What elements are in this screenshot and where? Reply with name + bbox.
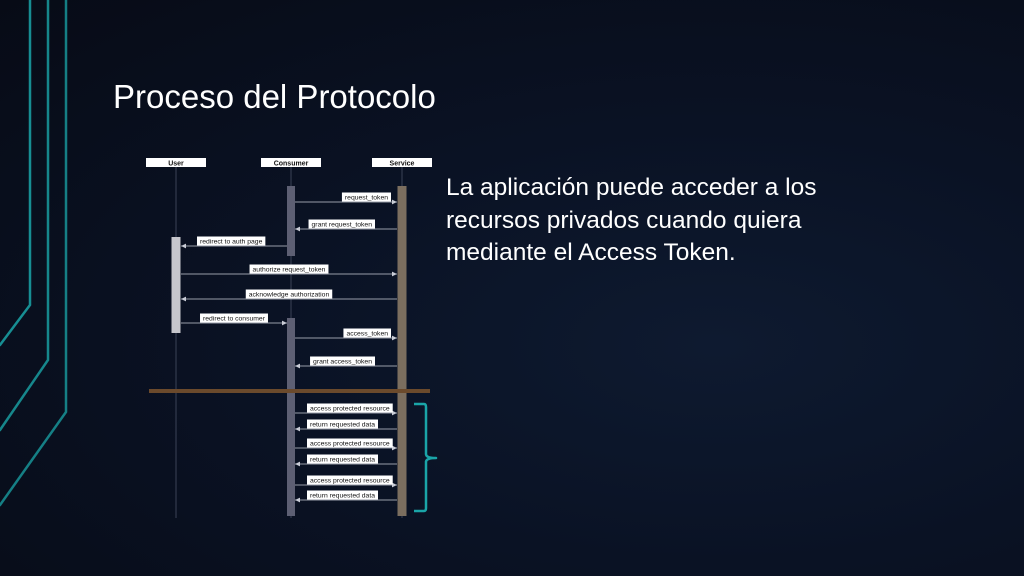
message-arrowhead — [181, 296, 186, 302]
message-label: authorize request_token — [253, 266, 326, 273]
message-label: acknowledge authorization — [249, 291, 330, 298]
message-label-box: grant access_token — [310, 356, 375, 366]
message-arrowhead — [295, 363, 300, 369]
participant-label-consumer: Consumer — [274, 160, 309, 167]
message-arrowhead — [392, 445, 397, 451]
message-arrowhead — [295, 461, 300, 467]
message-label: access_token — [346, 330, 388, 337]
slide-description: La aplicación puede acceder a los recurs… — [446, 174, 817, 266]
message-label-box: return requested data — [307, 454, 378, 464]
message-label: return requested data — [310, 456, 375, 463]
message-arrowhead — [295, 426, 300, 432]
message-label-box: redirect to consumer — [200, 313, 268, 323]
message-label: grant access_token — [313, 358, 372, 365]
participant-box-user — [146, 158, 206, 167]
message-label-box: access protected resource — [307, 403, 393, 413]
message-arrowhead — [181, 243, 186, 249]
message-arrowhead — [392, 271, 397, 277]
activation-bar-service — [397, 186, 407, 516]
message-arrowhead — [282, 320, 287, 326]
message-label: return requested data — [310, 421, 375, 428]
slide-title: Proceso del Protocolo — [113, 78, 436, 115]
activation-bar-consumer — [287, 186, 295, 256]
participant-box-service — [372, 158, 432, 167]
message-label: access protected resource — [310, 477, 390, 484]
message-label: access protected resource — [310, 440, 390, 447]
message-label-box: access protected resource — [307, 438, 393, 448]
message-arrowhead — [392, 199, 397, 205]
message-label-box: redirect to auth page — [197, 236, 266, 246]
message-label-box: acknowledge authorization — [245, 289, 333, 299]
message-label: redirect to consumer — [203, 315, 266, 322]
message-label-box: grant request_token — [308, 219, 375, 229]
message-label: return requested data — [310, 492, 375, 499]
message-label-box: authorize request_token — [249, 264, 329, 274]
message-label-box: access_token — [343, 328, 391, 338]
message-label-box: request_token — [341, 192, 391, 202]
message-arrowhead — [295, 497, 300, 503]
message-arrowhead — [392, 410, 397, 416]
message-arrowhead — [295, 226, 300, 232]
message-label-box: return requested data — [307, 419, 378, 429]
phase-separator — [149, 389, 430, 393]
participant-label-user: User — [168, 160, 184, 167]
message-label: redirect to auth page — [200, 238, 263, 245]
participant-box-consumer — [261, 158, 321, 167]
message-arrowhead — [392, 482, 397, 488]
participant-label-service: Service — [390, 160, 415, 167]
activation-bar-consumer — [287, 318, 295, 516]
message-label: access protected resource — [310, 405, 390, 412]
message-label-box: return requested data — [307, 490, 378, 500]
message-label: grant request_token — [312, 221, 373, 228]
activation-bar-user — [171, 237, 181, 333]
message-label: request_token — [345, 194, 388, 201]
grouping-brace — [414, 402, 438, 513]
message-label-box: access protected resource — [307, 475, 393, 485]
message-arrowhead — [392, 335, 397, 341]
